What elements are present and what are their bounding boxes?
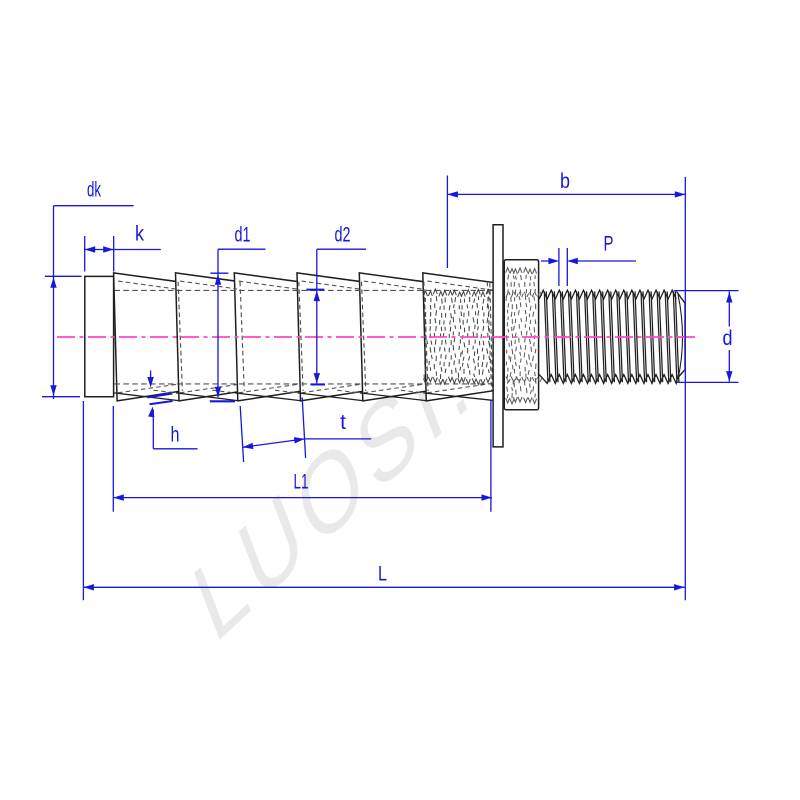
svg-text:P: P bbox=[604, 233, 614, 256]
svg-text:h: h bbox=[171, 424, 180, 447]
svg-text:L1: L1 bbox=[294, 471, 309, 494]
svg-text:d: d bbox=[723, 327, 733, 350]
svg-text:d1: d1 bbox=[235, 223, 251, 246]
svg-text:t: t bbox=[340, 411, 346, 434]
svg-text:L: L bbox=[378, 563, 387, 586]
svg-text:b: b bbox=[560, 170, 570, 193]
svg-text:k: k bbox=[135, 223, 144, 246]
svg-text:dk: dk bbox=[87, 179, 101, 202]
svg-text:d2: d2 bbox=[335, 223, 351, 246]
